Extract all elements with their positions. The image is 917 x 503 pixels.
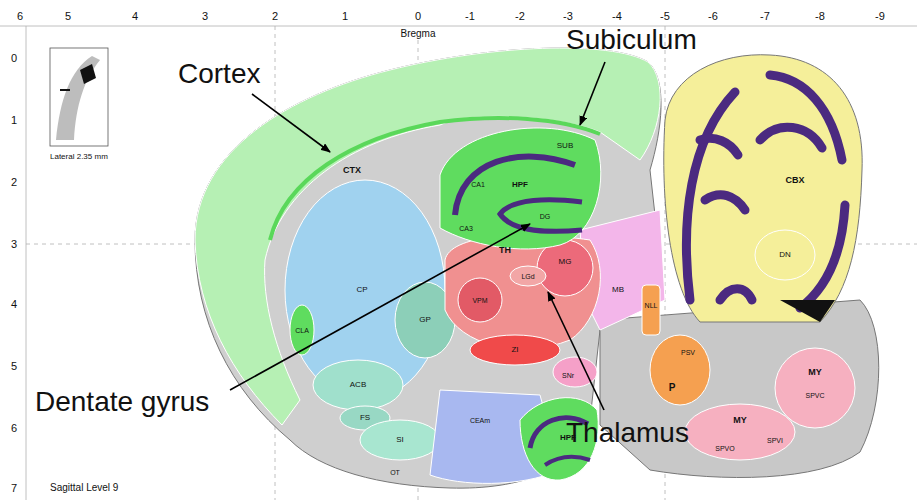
axis-number: 5 xyxy=(11,361,17,372)
region-label: MG xyxy=(559,258,572,266)
axis-number: 4 xyxy=(132,11,138,22)
region-label: P xyxy=(669,383,676,393)
region-label: DN xyxy=(779,251,791,259)
region-label: MY xyxy=(808,368,822,377)
si-region xyxy=(360,420,440,460)
medulla-region xyxy=(775,348,855,428)
dg-layer xyxy=(500,200,582,232)
axis-number: -3 xyxy=(563,11,573,22)
axis-number: 2 xyxy=(272,11,278,22)
reference-label: Bregma xyxy=(400,29,435,39)
region-label: NLL xyxy=(645,302,658,309)
region-label: MB xyxy=(612,286,624,294)
axis-number: 6 xyxy=(17,11,23,22)
region-label: CA3 xyxy=(459,225,473,232)
callout-label: Thalamus xyxy=(566,419,689,447)
region-label: GP xyxy=(419,316,431,324)
axis-number: 7 xyxy=(11,483,17,494)
region-label: SPVO xyxy=(715,445,734,452)
axis-number: 4 xyxy=(11,299,17,310)
axis-number: 3 xyxy=(11,239,17,250)
dn-region xyxy=(755,230,815,280)
axis-number: 0 xyxy=(11,53,17,64)
mg-region xyxy=(537,240,593,296)
region-label: DG xyxy=(540,213,551,220)
vpm-region xyxy=(458,278,502,322)
nll-region xyxy=(642,285,660,335)
axis-number: -8 xyxy=(815,11,825,22)
medulla-region xyxy=(685,404,795,460)
hippocampus-dorsal xyxy=(440,128,601,249)
ventral-dg-layer xyxy=(545,457,590,465)
thalamus-region xyxy=(445,235,600,349)
region-label: FS xyxy=(360,414,370,422)
region-label: SPVC xyxy=(805,392,824,399)
region-label: LGd xyxy=(521,273,534,280)
axis-number: 1 xyxy=(11,115,17,126)
region-label: VPM xyxy=(472,297,487,304)
callout-label: Dentate gyrus xyxy=(35,388,209,416)
axis-number: -7 xyxy=(760,11,770,22)
axis-number: 5 xyxy=(65,11,71,22)
callout-label: Subiculum xyxy=(566,26,697,54)
region-label: CEAm xyxy=(470,417,490,424)
region-label: CA1 xyxy=(471,181,485,188)
region-label: SUB xyxy=(557,142,573,150)
level-caption: Sagittal Level 9 xyxy=(50,483,118,493)
axis-number: 1 xyxy=(342,11,348,22)
cerebellum xyxy=(664,55,862,322)
cla-region xyxy=(290,305,314,355)
axis-number: 0 xyxy=(415,11,421,22)
zi-region xyxy=(470,335,560,365)
inset-thumbnail xyxy=(50,48,108,146)
grid xyxy=(0,26,917,500)
axis-number: -4 xyxy=(612,11,622,22)
axis-number: 2 xyxy=(11,177,17,188)
region-label: SI xyxy=(396,436,404,444)
axis-number: -1 xyxy=(465,11,475,22)
region-label: HPF xyxy=(560,434,576,442)
region-label: CBX xyxy=(785,176,804,185)
region-label: CTX xyxy=(343,166,361,175)
leader-arrows xyxy=(230,62,605,410)
region-label: ZI xyxy=(511,346,518,354)
callout-label: Cortex xyxy=(178,60,260,88)
axis-number: -5 xyxy=(660,11,670,22)
region-label: PSV xyxy=(681,349,695,356)
region-label: ACB xyxy=(350,381,366,389)
cerebellar-folia xyxy=(686,75,845,308)
region-label: SPVI xyxy=(767,437,783,444)
lgd-region xyxy=(510,266,546,286)
acb-region xyxy=(313,360,403,410)
fourth-ventricle xyxy=(780,300,835,322)
region-label: HPF xyxy=(512,181,528,189)
region-label: SNr xyxy=(562,372,574,379)
axis-number: -6 xyxy=(708,11,718,22)
axis-number: 6 xyxy=(11,423,17,434)
axis-number: 3 xyxy=(202,11,208,22)
inset-caption: Lateral 2.35 mm xyxy=(50,153,108,161)
region-label: CLA xyxy=(295,327,309,334)
region-label: OT xyxy=(390,469,400,476)
pons-region xyxy=(650,335,710,405)
region-label: MY xyxy=(733,416,747,425)
region-label: CP xyxy=(356,286,367,294)
axis-number: -9 xyxy=(875,11,885,22)
region-label: TH xyxy=(499,246,511,255)
axis-number: -2 xyxy=(515,11,525,22)
